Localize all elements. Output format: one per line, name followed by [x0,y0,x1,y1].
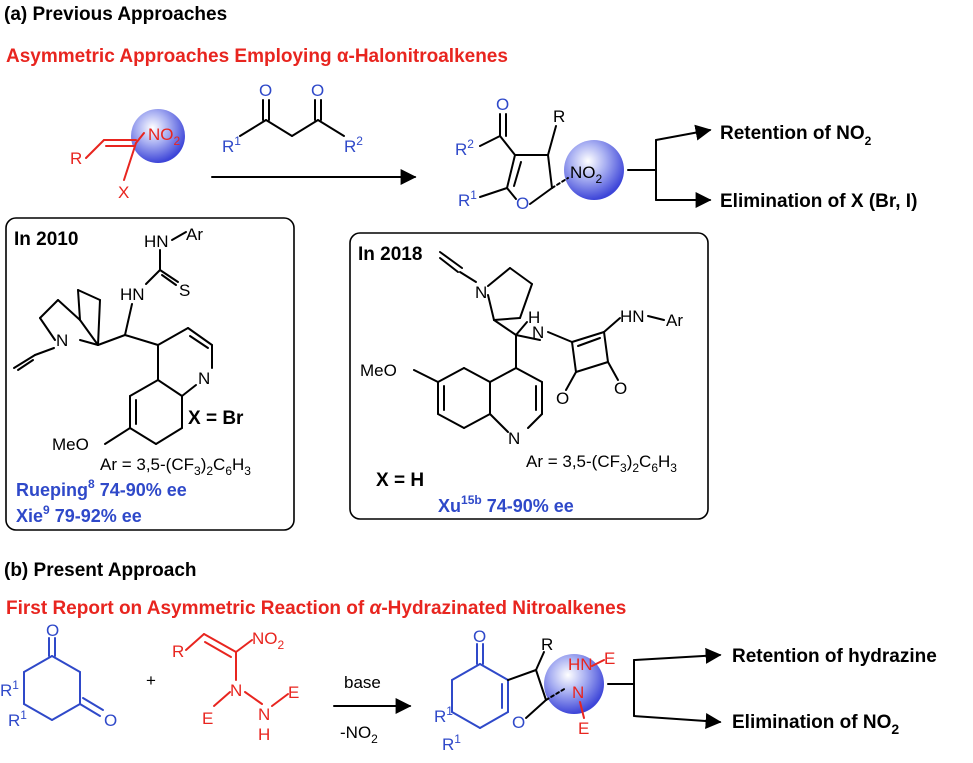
svg-text:O: O [46,621,59,640]
outcome-retention-hydrazine: Retention of hydrazine [732,646,937,667]
outcome-bracket-a [627,124,712,208]
svg-text:N: N [532,323,544,342]
thiourea-catalyst-structure: HN Ar S HN N N [13,225,213,454]
svg-text:H: H [258,725,270,744]
svg-text:O: O [259,81,272,100]
dihydrofuran-product: O R1 O R2 R NO2 [455,95,624,213]
svg-text:N: N [508,429,520,448]
box-2010-ar-definition: Ar = 3,5-(CF3)2C6H3 [100,455,251,478]
svg-text:E: E [604,649,615,668]
section-a-subheading: Asymmetric Approaches Employing α-Haloni… [6,46,508,67]
svg-text:Ar: Ar [666,311,683,330]
svg-text:HN: HN [620,307,645,326]
section-b-heading: (b) Present Approach [4,560,197,581]
svg-text:H: H [528,308,540,327]
svg-text:N: N [475,283,487,302]
svg-text:R1: R1 [0,678,19,700]
dicarbonyl-structure: O O R1 R2 [222,81,363,156]
ref-rueping: Rueping8 74-90% ee [16,477,187,500]
svg-text:R1: R1 [434,704,453,726]
outcome-retention-no2: Retention of NO2 [720,123,872,148]
ref-xie: Xie9 79-92% ee [16,503,142,526]
outcome-bracket-b [607,647,722,729]
box-2018-x-label: X = H [376,470,424,491]
section-b-subheading: First Report on Asymmetric Reaction of α… [6,598,626,619]
svg-text:O: O [311,81,324,100]
catalyst-box-2018 [349,232,709,520]
svg-text:R1: R1 [458,188,477,210]
svg-text:R: R [172,642,184,661]
squaramide-catalyst-structure: N H N O O HN Ar N [360,251,683,448]
svg-text:HN: HN [120,285,145,304]
svg-text:E: E [288,683,299,702]
halonitroalkene-structure: R X NO2 [70,109,185,202]
svg-text:R: R [70,149,82,168]
svg-text:N: N [56,331,68,350]
svg-text:O: O [496,95,509,114]
svg-text:O: O [473,627,486,646]
fused-dihydrofuran-product: O O R HN N E E R1 R1 [434,627,615,754]
svg-text:O: O [104,711,117,730]
svg-text:N: N [258,705,270,724]
svg-text:O: O [516,194,529,213]
hydrazinated-nitroalkene-structure: R NO2 N E N H E [172,629,299,744]
catalyst-box-2010 [5,217,295,531]
svg-text:O: O [556,389,569,408]
box-2010-year: In 2010 [14,229,78,250]
box-2018-year: In 2018 [358,244,422,265]
svg-text:Ar: Ar [186,225,203,244]
svg-text:MeO: MeO [52,435,89,454]
svg-text:X: X [118,183,129,202]
ref-xu: Xu15b 74-90% ee [438,493,574,516]
outcome-elimination-no2: Elimination of NO2 [732,712,899,737]
svg-text:R: R [541,635,553,654]
svg-text:N: N [572,683,584,702]
svg-text:HN: HN [144,232,169,251]
svg-text:O: O [614,379,627,398]
svg-text:NO2: NO2 [252,629,285,652]
svg-text:R1: R1 [222,134,241,156]
svg-text:MeO: MeO [360,361,397,380]
svg-text:R: R [553,107,565,126]
box-2010-x-label: X = Br [188,408,244,429]
svg-text:N: N [198,369,210,388]
section-a-heading: (a) Previous Approaches [4,4,227,25]
svg-text:S: S [179,281,190,300]
svg-text:R2: R2 [455,137,474,159]
reagent-base: base [344,673,381,692]
plus-sign: + [146,671,156,690]
svg-text:HN: HN [568,655,593,674]
svg-text:R2: R2 [344,134,363,156]
svg-text:O: O [512,713,525,732]
reagent-minus-no2: -NO2 [340,723,378,746]
cyclohexanedione-structure: O O R1 R1 [0,621,117,730]
outcome-elimination-x: Elimination of X (Br, I) [720,191,917,212]
svg-text:N: N [230,681,242,700]
svg-text:E: E [202,709,213,728]
svg-text:R1: R1 [442,732,461,754]
svg-text:NO2: NO2 [148,125,181,148]
svg-text:R1: R1 [8,708,27,730]
box-2018-ar-definition: Ar = 3,5-(CF3)2C6H3 [526,452,677,475]
svg-text:E: E [578,719,589,738]
svg-text:NO2: NO2 [570,163,603,186]
